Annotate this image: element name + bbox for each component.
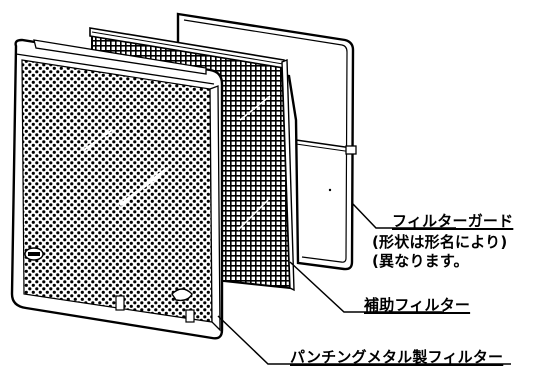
leader-punching-metal-filter <box>217 315 511 365</box>
leader-auxiliary-filter <box>289 261 444 313</box>
punching-metal-filter <box>10 38 224 340</box>
filter-guard-frame-inner <box>183 19 348 263</box>
filter-guard-clip <box>345 145 357 155</box>
label-punching-metal-filter: パンチングメタル製フィルター <box>290 348 504 366</box>
leader-filter-guard <box>352 203 456 229</box>
punching-metal-filter-panel <box>21 59 213 323</box>
filter-guard <box>176 12 357 271</box>
label-auxiliary-filter: 補助フィルター <box>364 296 471 314</box>
filter-guard-cross-wire <box>295 139 353 149</box>
punching-metal-filter-tab <box>115 295 125 311</box>
label-filter-guard-note-1: (形状は形名により) <box>372 233 508 251</box>
auxiliary-filter-side-frame <box>281 58 295 292</box>
label-filter-guard-note-2: (異なります。 <box>372 252 469 270</box>
punching-metal-filter-handle-right <box>171 288 193 302</box>
punching-metal-filter-top-lip <box>33 39 207 75</box>
filter-guard-frame-outer <box>176 12 355 271</box>
auxiliary-filter <box>89 27 295 292</box>
label-filter-guard: フィルターガード <box>392 212 514 230</box>
leader-lines <box>217 203 511 365</box>
